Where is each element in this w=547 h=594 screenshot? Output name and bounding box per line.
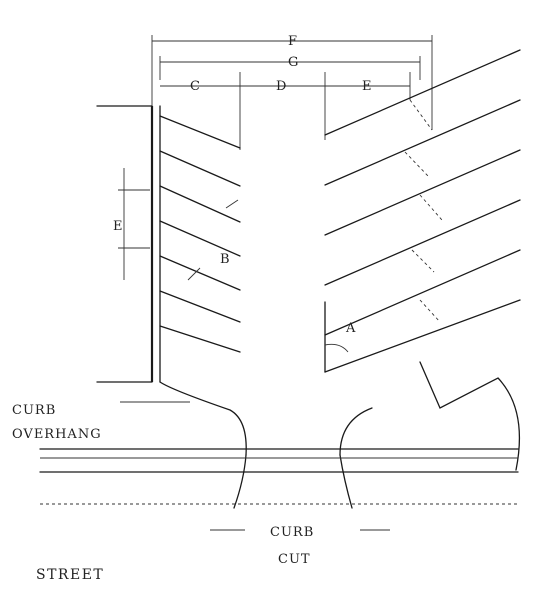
dim-b-tick	[187, 267, 201, 281]
label-curb-overhang-1: CURB	[12, 403, 56, 418]
dimension-lines	[151, 35, 433, 150]
left-stall-line	[159, 150, 241, 187]
street-curb	[39, 448, 519, 505]
left-stall-line	[159, 325, 241, 353]
right-stall-end	[409, 99, 433, 131]
right-stall-line	[324, 149, 521, 236]
label-curb-cut-2: CUT	[278, 552, 311, 567]
dim-b-tick	[225, 199, 239, 209]
right-stall-end	[404, 151, 429, 177]
label-curb-cut-1: CURB	[270, 525, 314, 540]
driveway-left-edge	[159, 381, 247, 456]
left-parking-row	[96, 105, 241, 383]
right-stall-line	[324, 199, 521, 286]
right-stall-end	[419, 299, 441, 323]
right-stall-end	[411, 249, 435, 273]
left-stall-line	[159, 115, 241, 149]
driveway	[159, 381, 373, 509]
curb-cut-left-flare	[233, 454, 247, 509]
right-parking-row	[324, 49, 521, 471]
right-stall-line	[324, 49, 521, 136]
label-street: STREET	[36, 567, 104, 583]
right-stall-line	[324, 299, 521, 373]
label-f: F	[288, 34, 298, 49]
label-a: A	[345, 321, 356, 336]
dim-e-side	[118, 168, 150, 280]
label-g: G	[288, 55, 299, 70]
curb-cut-right-flare	[339, 454, 353, 509]
left-stall-line	[159, 185, 241, 223]
left-stall-line	[159, 255, 241, 291]
label-e-side: E	[113, 219, 124, 234]
driveway-right-edge	[339, 407, 373, 456]
label-d: D	[276, 79, 287, 94]
right-stall-line	[324, 99, 521, 186]
angle-a-arc	[324, 343, 349, 353]
label-e-top: E	[362, 79, 373, 94]
label-b: B	[220, 252, 231, 267]
right-stall-end	[419, 194, 443, 221]
right-stall-line	[324, 249, 521, 336]
right-lot-boundary	[419, 361, 521, 471]
left-stall-line	[159, 290, 241, 323]
label-curb-overhang-2: OVERHANG	[12, 427, 102, 442]
label-c: C	[190, 79, 201, 94]
left-stall-line	[159, 220, 241, 257]
